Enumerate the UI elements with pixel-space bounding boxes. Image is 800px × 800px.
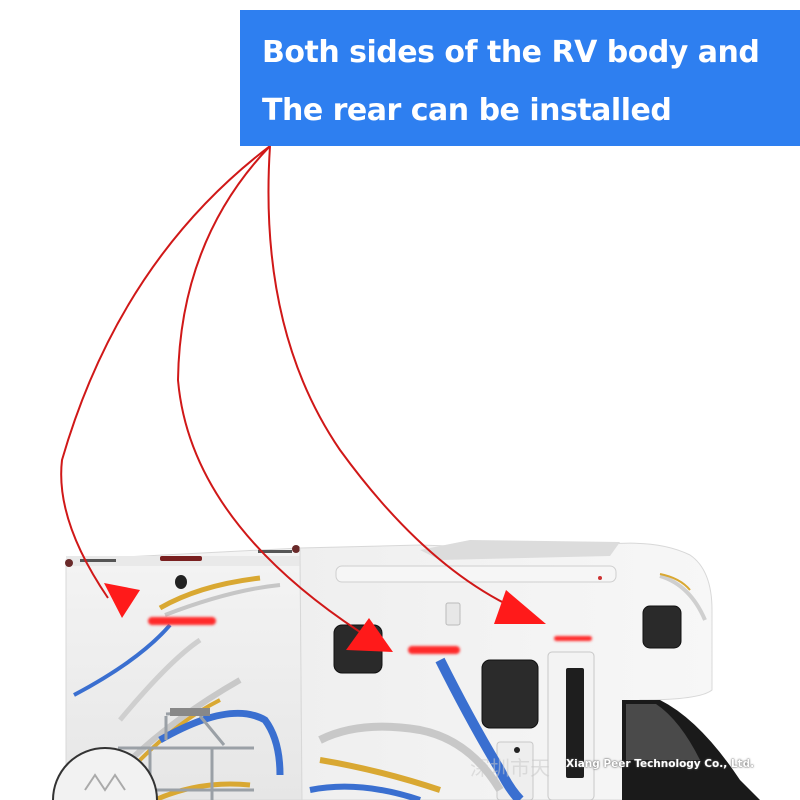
headline-line-1: Both sides of the RV body and [262,35,760,70]
arrow-curve-side-2 [267,145,507,605]
callout-arrows [60,145,507,633]
watermark-chinese: 深圳市天 [470,756,550,780]
light-strips [148,617,592,654]
arrow-head-side-2 [494,590,546,624]
light-strip-rear [148,617,216,625]
arrow-curve-side-1 [176,145,361,633]
headline-banner: Both sides of the RV body and The rear c… [240,10,800,146]
arrow-heads [104,583,546,652]
bike-rack [118,708,254,800]
company-watermark: Xiang Peer Technology Co., Ltd. [566,758,755,770]
rv-side-body [299,540,760,800]
headline-line-2: The rear can be installed [262,93,672,128]
arrow-curve-rear [60,145,271,599]
spare-tire-cover [52,747,158,800]
arrow-head-side-1 [346,618,393,652]
arrow-head-rear [104,583,140,618]
light-strip-side-1 [408,646,460,654]
light-strip-side-2 [554,636,592,641]
